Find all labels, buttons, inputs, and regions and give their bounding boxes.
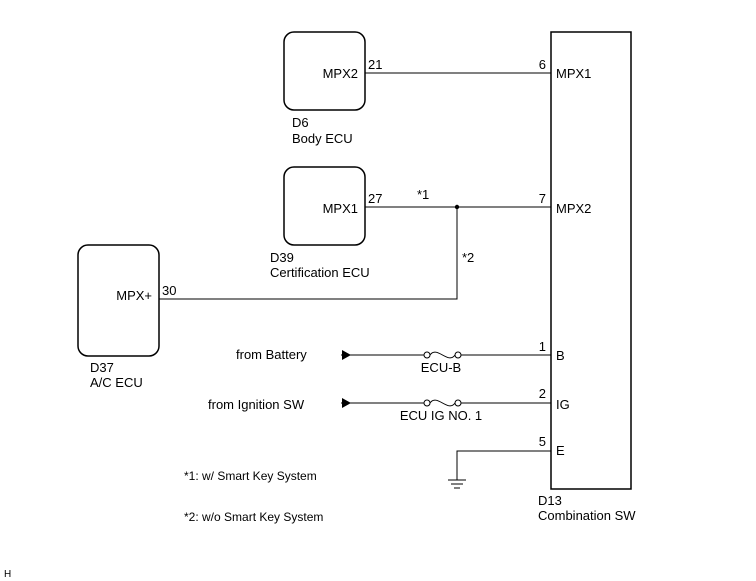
battery-source-label: from Battery [236,347,307,362]
combination-switch-pin-5-number: 5 [539,434,546,449]
combination-switch-pin-5-label: E [556,443,565,458]
fuse-icon [423,399,462,407]
combination-switch: 6 MPX1 7 MPX2 1 B 2 IG 5 E D13 Combinati… [538,31,636,523]
certification-ecu-box [283,166,366,246]
combination-switch-pin-1-label: B [556,348,565,363]
battery-fuse-label: ECU-B [421,360,461,375]
wire-junction-dot [454,204,460,210]
ac-ecu: MPX+ 30 D37 A/C ECU [77,244,176,390]
fuse-icon [423,351,462,359]
corner-mark: H [4,569,11,580]
ground-symbol-icon [448,479,466,489]
ac-ecu-box [77,244,160,357]
battery-line: from Battery ECU-B [236,347,551,375]
wire-mark-1: *1 [417,187,429,202]
certification-ecu-code: D39 [270,250,294,265]
body-ecu-box [283,31,366,111]
note-2: *2: w/o Smart Key System [184,510,323,524]
body-ecu-code: D6 [292,115,309,130]
ac-ecu-name: A/C ECU [90,375,143,390]
certification-ecu: MPX1 27 D39 Certification ECU [270,166,382,280]
combination-switch-pin-1-number: 1 [539,339,546,354]
combination-switch-pin-7-label: MPX2 [556,201,591,216]
combination-switch-pin-6-number: 6 [539,57,546,72]
combination-switch-pin-2-number: 2 [539,386,546,401]
certification-ecu-name: Certification ECU [270,265,370,280]
combination-switch-name: Combination SW [538,508,636,523]
certification-ecu-pin-label: MPX1 [323,201,358,216]
note-1: *1: w/ Smart Key System [184,469,317,483]
wire-ac-ecu-to-mpx2 [159,207,458,300]
body-ecu: MPX2 21 D6 Body ECU [283,31,382,146]
combination-switch-code: D13 [538,493,562,508]
combination-switch-box [550,31,632,490]
body-ecu-name: Body ECU [292,131,353,146]
ac-ecu-pin-label: MPX+ [116,288,152,303]
combination-switch-pin-6-label: MPX1 [556,66,591,81]
ignition-fuse-label: ECU IG NO. 1 [400,408,482,423]
wire-mark-2: *2 [462,250,474,265]
combination-switch-pin-7-number: 7 [539,191,546,206]
ac-ecu-code: D37 [90,360,114,375]
ground-line [448,450,551,489]
ignition-source-label: from Ignition SW [208,397,305,412]
body-ecu-pin-label: MPX2 [323,66,358,81]
ac-ecu-pin-number: 30 [162,283,176,298]
certification-ecu-pin-number: 27 [368,191,382,206]
ignition-line: from Ignition SW ECU IG NO. 1 [208,397,551,423]
combination-switch-pin-2-label: IG [556,397,570,412]
body-ecu-pin-number: 21 [368,57,382,72]
